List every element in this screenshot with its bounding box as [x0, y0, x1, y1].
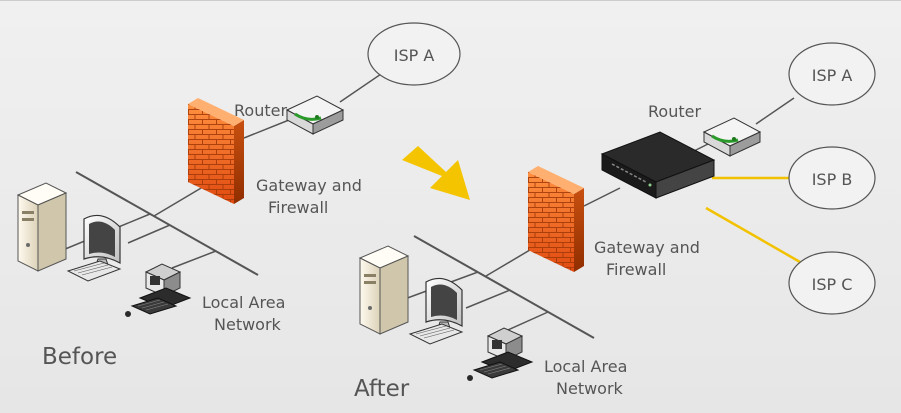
lan-label-line1: Local Area: [544, 357, 627, 376]
lan-label-line2: Network: [556, 379, 624, 398]
transition-arrow-icon: [402, 146, 470, 200]
after-diagram: ISP A ISP B ISP C Router Gateway and Fir…: [354, 42, 876, 402]
router-label: Router: [234, 101, 287, 120]
gateway-label-line1: Gateway and: [256, 176, 362, 195]
isp-a-cloud: [367, 22, 461, 86]
router-label: Router: [648, 102, 701, 121]
before-lan-bus: [75, 171, 259, 276]
isp-c-label: ISP C: [812, 275, 853, 294]
gateway-label-line2: Firewall: [606, 260, 666, 279]
gateway-label-line1: Gateway and: [594, 238, 700, 257]
isp-b-cloud: [788, 146, 876, 210]
lan-label-line1: Local Area: [202, 293, 285, 312]
isp-a-label: ISP A: [394, 46, 435, 65]
after-lan-bus: [413, 235, 595, 339]
gateway-label-line2: Firewall: [268, 198, 328, 217]
lan-label-line2: Network: [214, 315, 282, 334]
load-balancer-icon: [600, 131, 716, 199]
isp-a-cloud: [788, 42, 876, 106]
isp-a-label: ISP A: [812, 66, 853, 85]
isp-c-link: [705, 206, 801, 264]
before-caption: Before: [42, 344, 117, 370]
isp-b-label: ISP B: [812, 170, 853, 189]
isp-c-cloud: [788, 251, 876, 315]
after-caption: After: [354, 376, 410, 402]
before-diagram: ISP A Router Gateway and Firewall Local …: [17, 22, 461, 370]
